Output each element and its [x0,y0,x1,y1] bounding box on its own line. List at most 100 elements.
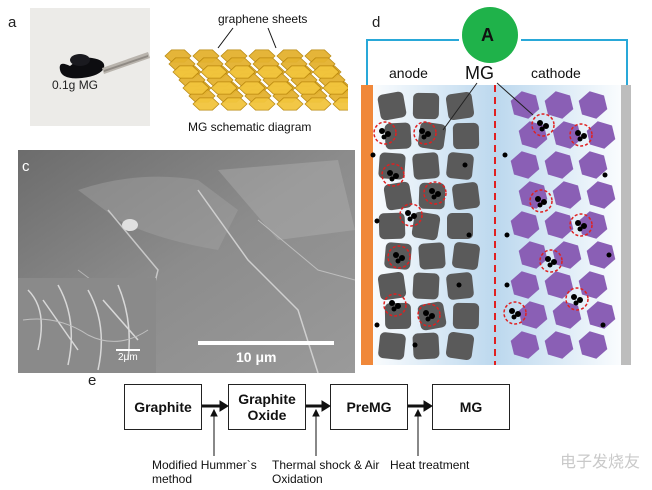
mg-particle-dot [431,194,437,200]
anode-particle [378,212,406,240]
mg-particle-dot [581,133,587,139]
anode-particle [384,302,412,330]
mg-particle-dot [385,131,391,137]
cathode-particle [552,181,582,209]
mg-particle-dot [374,218,380,224]
battery-cell [361,7,631,365]
mg-particle-dot [425,316,431,322]
graphene-hexagon [210,81,238,95]
cathode-particle [510,271,540,299]
mg-particle-dot [429,188,435,194]
cathode-particle [544,91,574,119]
note-thermal-shock: Thermal shock & Air Oxidation [272,458,380,486]
graphene-hexagon [228,65,256,79]
mg-particle-dot [515,311,521,317]
cathode-particle [578,151,608,179]
panel-b-caption: MG schematic diagram [188,120,312,134]
mg-particle-dot [387,170,393,176]
mg-particle-dot [537,202,543,208]
flow-step-graphite-oxide: Graphite Oxide [228,384,306,430]
mg-particle-dot [399,255,405,261]
cathode-particle [518,301,548,329]
mg-cluster-circle [503,301,527,325]
mg-cluster-circle [529,189,553,213]
graphene-hexagon [238,81,266,95]
cathode-particle [552,121,582,149]
mg-particle-dot [575,220,581,226]
mg-particle-dot [423,310,429,316]
flow-step-graphite: Graphite [124,384,202,430]
mg-particle-dot [509,308,515,314]
panel-a-caption: 0.1g MG [52,78,99,92]
ammeter-label: A [481,25,494,45]
mg-particle-dot [395,303,401,309]
mg-particle-dot [389,176,395,182]
mg-cluster-circle [417,303,441,327]
anode-particle [412,152,440,180]
cathode-particle [544,271,574,299]
anode-particle [411,211,441,241]
mg-cluster-circle [381,163,405,187]
cathode-particle [544,151,574,179]
mg-particle-dot [411,213,417,219]
mg-particle-dot [537,120,543,126]
cathode-particle [518,241,548,269]
graphene-hexagon [172,65,200,79]
mg-particle-dot [535,196,541,202]
inset-scale-bar-label: 2μm [118,352,138,363]
flow-arrows [202,400,433,456]
anode-particle [418,242,446,270]
graphene-hexagon [256,65,284,79]
mg-particle-dot [370,152,376,158]
mg-particle-dot [600,322,606,328]
graphene-hexagon [304,97,332,111]
mg-particle-dot [577,297,583,303]
mg-particle-dot [539,126,545,132]
mg-cluster-circle [387,245,411,269]
cathode-particle [578,91,608,119]
mg-particle-dot [435,191,441,197]
mg-particle-dot [504,232,510,238]
anode-particle [378,332,406,360]
mg-particle-dot [425,131,431,137]
mg-particle-dot [573,300,579,306]
anode-particle [383,181,413,211]
mg-particle-dot [456,282,462,288]
cathode-particle [552,301,582,329]
cathode-particle [544,331,574,359]
mg-particle-dot [419,128,425,134]
watermark: 电子发烧友 [559,452,640,471]
cathode-particle [586,181,616,209]
anode-particle [452,242,480,270]
mg-cluster-circle [423,181,447,205]
mg-particle-dot [395,258,401,264]
graphene-hexagon [312,65,340,79]
graphene-hexagon [332,97,348,111]
mg-particle-dot [502,152,508,158]
mg-particle-dot [374,322,380,328]
mg-particle-dot [551,259,557,265]
anode-particle [377,271,407,301]
mg-particle-dot [407,216,413,222]
anode-particle [445,331,475,361]
anode-particle [452,302,480,330]
flow-step-mg: MG [432,384,510,430]
anode-particle [417,121,447,151]
panel-d-battery-schematic: A anode MG cathode [355,5,645,367]
cathode-label: cathode [531,65,581,81]
panel-c-sem-image: c 2μm 10 μm [18,150,355,373]
graphene-layers [164,27,348,111]
mg-cluster-circle [373,121,397,145]
graphene-hexagon [182,81,210,95]
anode-particle [446,152,474,180]
anode-label: anode [389,65,428,81]
mg-particle-dot [606,252,612,258]
anode-particle [452,122,480,150]
mg-cluster-circle [531,113,555,137]
mg-particle-dot [504,282,510,288]
panel-c-letter: c [22,158,30,175]
graphene-sheets-label: graphene sheets [218,12,308,26]
panel-d-letter: d [372,14,381,31]
sem-texture [18,150,355,373]
mg-particle-dot [412,342,418,348]
